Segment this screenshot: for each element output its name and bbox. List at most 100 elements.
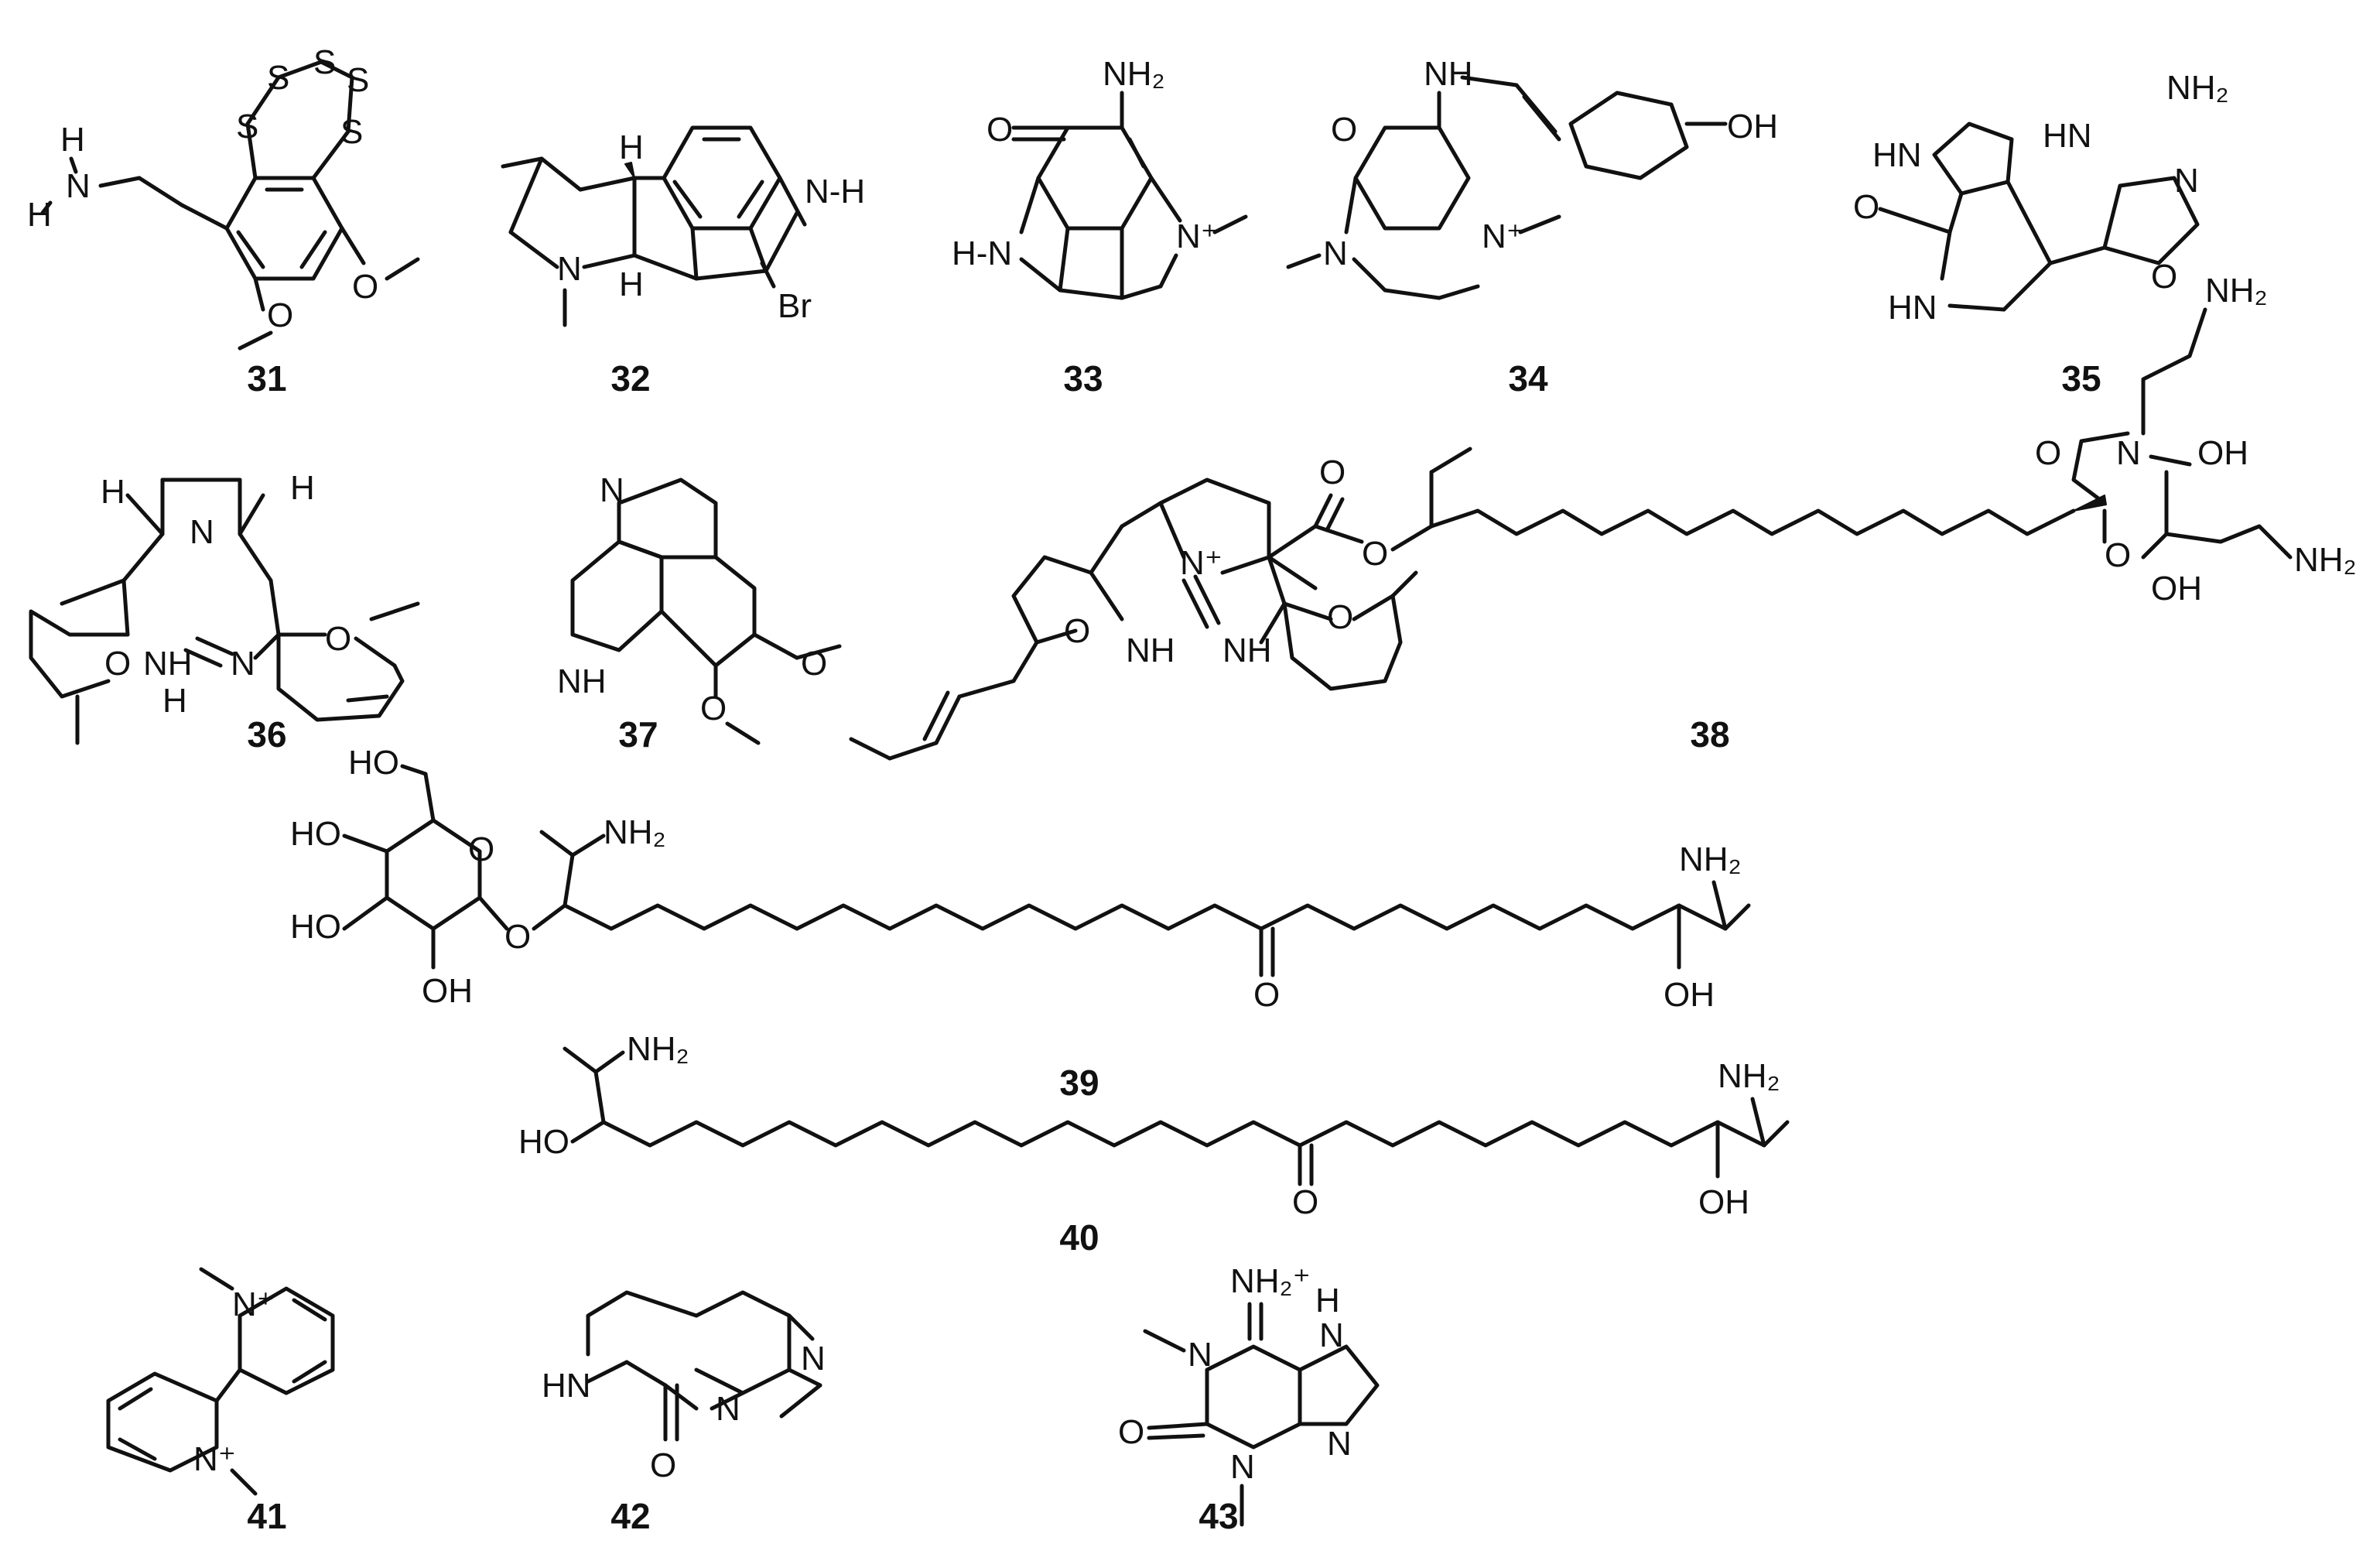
oxygen-atom: O <box>1319 454 1346 491</box>
hydroxyl-group: HO <box>290 815 341 853</box>
hydrogen-atom: H <box>27 196 52 234</box>
compound-41: N⁺ N⁺ 41 <box>106 1267 335 1536</box>
hydroxyl-group: OH <box>2151 570 2202 608</box>
compound-number: 31 <box>247 358 286 399</box>
oxygen-atom: O <box>1331 111 1357 149</box>
oxygen-atom: O <box>104 645 131 683</box>
amine-group: NH₂ <box>2205 272 2268 310</box>
amine-group: NH₂ <box>1718 1057 1780 1095</box>
oxygen-atom: O <box>2035 434 2061 472</box>
hydrogen-atom: H <box>162 682 187 720</box>
oxygen-atom: O <box>1327 598 1353 636</box>
hydrogen-atom: H <box>619 128 644 166</box>
alkyl-chain-38 <box>1429 508 2076 536</box>
compound-number: 38 <box>1690 714 1729 755</box>
compound-31: S S S S S N H H O O 31 <box>27 43 420 399</box>
oxygen-atom: O <box>2105 536 2131 574</box>
nitrogen-atom: N <box>557 250 582 288</box>
compound-37: N O O NH 37 <box>557 471 842 755</box>
oxygen-atom: O <box>700 690 727 727</box>
oxygen-atom: O <box>325 620 351 658</box>
sulfur-atom: S <box>267 59 289 97</box>
benzene-ring-32 <box>662 125 782 231</box>
quaternary-nitrogen: N⁺ <box>232 1285 275 1323</box>
nitrogen-atom: N <box>231 645 255 683</box>
amine-group: NH₂ <box>1103 55 1165 93</box>
alkyl-chain-39 <box>563 903 1728 931</box>
benzene-ring-31 <box>224 176 344 281</box>
compound-number: 37 <box>618 714 658 755</box>
nitrogen-atom: N <box>801 1340 826 1378</box>
hydroxyl-group: HO <box>290 908 341 946</box>
compound-33: NH₂ O H-N N⁺ 33 <box>952 55 1248 399</box>
compound-number: 39 <box>1059 1063 1099 1103</box>
nh-group: HN <box>1888 289 1937 327</box>
nh-group: HN <box>2043 117 2092 155</box>
hydroxyl-group: HO <box>518 1123 569 1161</box>
amine-group: NH₂ <box>627 1030 689 1068</box>
nitrogen-atom: N <box>1319 1316 1344 1354</box>
hydrogen-atom: H <box>290 469 315 507</box>
oxygen-atom: O <box>2151 258 2177 296</box>
compound-number: 33 <box>1063 358 1103 399</box>
quaternary-nitrogen: N⁺ <box>1482 217 1524 255</box>
hydroxyl-group: OH <box>1698 1183 1749 1221</box>
sulfur-atom: S <box>313 43 336 81</box>
nh-group: HN <box>542 1367 591 1405</box>
nitrogen-atom: N <box>1188 1336 1212 1374</box>
amine-group: NH₂ <box>604 813 666 851</box>
hydroxyl-group: OH <box>422 972 473 1010</box>
compound-number: 41 <box>247 1496 286 1536</box>
hydroxyl-group: OH <box>1664 976 1715 1014</box>
sulfur-atom: S <box>340 113 363 151</box>
hydrogen-atom: H <box>101 473 125 511</box>
oxygen-atom: O <box>1064 612 1090 650</box>
nh-group: NH <box>1424 55 1473 93</box>
hydroxyl-group: OH <box>2197 434 2248 472</box>
nitrogen-atom: N <box>1323 234 1348 272</box>
quaternary-nitrogen: N⁺ <box>193 1440 236 1478</box>
compound-32: N-H Br H H N 32 <box>501 125 865 399</box>
oxygen-atom: O <box>1362 535 1388 573</box>
amine-group: NH₂ <box>2294 541 2357 579</box>
oxygen-atom: O <box>801 645 827 683</box>
nh-group: NH <box>1126 632 1175 669</box>
quaternary-nitrogen: N⁺ <box>1176 217 1219 255</box>
alkyl-chain-40 <box>601 1120 1766 1148</box>
compound-43: NH₂⁺ N O N H N N 43 <box>1118 1262 1380 1536</box>
compound-number: 32 <box>610 358 650 399</box>
compound-number: 35 <box>2061 358 2101 399</box>
oxygen-atom: O <box>1853 188 1879 226</box>
oxygen-atom: O <box>352 268 378 306</box>
oxygen-atom: O <box>1118 1413 1144 1451</box>
oxygen-atom: O <box>1292 1183 1318 1221</box>
oxygen-atom: O <box>987 111 1013 149</box>
compound-39: HO O HO HO OH O NH₂ O OH NH₂ 39 <box>290 744 1751 1103</box>
compound-42: N N HN O 42 <box>542 1290 826 1536</box>
compound-number: 36 <box>247 714 286 755</box>
amine-group: NH₂ <box>2166 69 2229 107</box>
hydrogen-atom: H <box>619 265 644 303</box>
compound-35: HN O HN HN NH₂ N O 35 <box>1853 69 2229 399</box>
iminium-group: NH₂⁺ <box>1230 1262 1311 1300</box>
hydroxyl-group: OH <box>1727 108 1778 145</box>
nh-group: H-N <box>952 234 1012 272</box>
oxygen-atom: O <box>1253 976 1280 1014</box>
compound-40: NH₂ HO O OH NH₂ 40 <box>518 1030 1790 1258</box>
nitrogen-atom: N <box>2116 434 2141 472</box>
compound-number: 42 <box>610 1496 650 1536</box>
compound-38: N⁺ O O O N NH₂ OH O OH NH₂ NH NH <box>849 272 2357 761</box>
nitrogen-atom: N <box>1327 1425 1352 1463</box>
oxygen-atom: O <box>468 830 494 868</box>
compound-36: H H N NH H N O O 36 <box>29 469 420 755</box>
hydrogen-atom: H <box>60 121 85 159</box>
nitrogen-atom: N <box>2174 162 2199 200</box>
nh-group: N-H <box>805 173 865 211</box>
hydroxyl-group: HO <box>348 744 399 782</box>
nh-group: H <box>1315 1282 1340 1320</box>
nitrogen-atom: N <box>190 513 214 551</box>
nitrogen-atom: N <box>66 167 91 205</box>
amine-group: NH₂ <box>1679 840 1742 878</box>
sulfur-atom: S <box>347 61 369 99</box>
